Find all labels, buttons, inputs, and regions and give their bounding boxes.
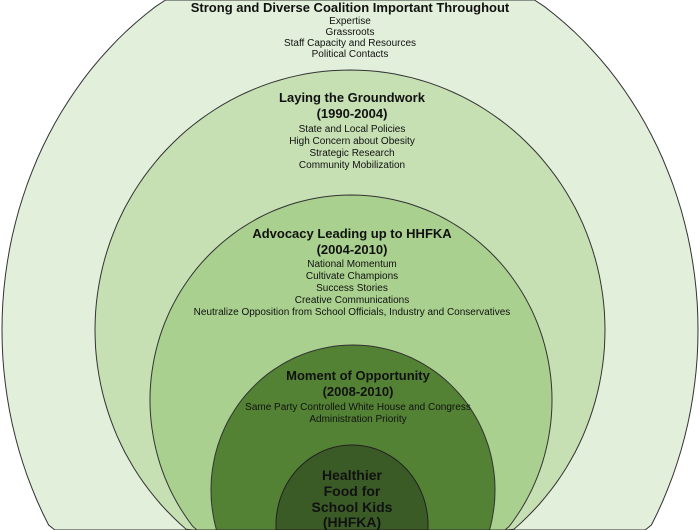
center-label: Food for bbox=[324, 483, 381, 499]
groundwork-item: Strategic Research bbox=[309, 148, 394, 159]
advocacy-item: National Momentum bbox=[307, 259, 396, 270]
advocacy-years: (2004-2010) bbox=[317, 242, 388, 257]
center-label: Healthier bbox=[322, 467, 382, 483]
ring-opportunity bbox=[210, 344, 496, 530]
ring-center bbox=[275, 444, 429, 530]
advocacy-item: Cultivate Champions bbox=[306, 271, 398, 282]
groundwork-item: Community Mobilization bbox=[299, 160, 405, 171]
coalition-item: Political Contacts bbox=[312, 49, 389, 60]
center-label: School Kids bbox=[312, 499, 393, 515]
coalition-item: Grassroots bbox=[326, 27, 375, 38]
groundwork-item: High Concern about Obesity bbox=[289, 136, 415, 147]
opportunity-item: Same Party Controlled White House and Co… bbox=[245, 402, 471, 413]
groundwork-item: State and Local Policies bbox=[299, 124, 406, 135]
center-label: (HHFKA) bbox=[323, 514, 381, 530]
coalition-item: Staff Capacity and Resources bbox=[284, 38, 416, 49]
advocacy-item: Neutralize Opposition from School Offici… bbox=[194, 307, 511, 318]
groundwork-years: (1990-2004) bbox=[317, 106, 388, 121]
advocacy-item: Success Stories bbox=[316, 283, 388, 294]
opportunity-years: (2008-2010) bbox=[323, 384, 394, 399]
advocacy-title: Advocacy Leading up to HHFKA bbox=[252, 226, 452, 241]
coalition-title: Strong and Diverse Coalition Important T… bbox=[191, 0, 510, 15]
advocacy-item: Creative Communications bbox=[295, 295, 410, 306]
groundwork-title: Laying the Groundwork bbox=[279, 90, 426, 105]
opportunity-item: Administration Priority bbox=[309, 414, 406, 425]
opportunity-title: Moment of Opportunity bbox=[286, 368, 430, 383]
coalition-item: Expertise bbox=[329, 16, 371, 27]
